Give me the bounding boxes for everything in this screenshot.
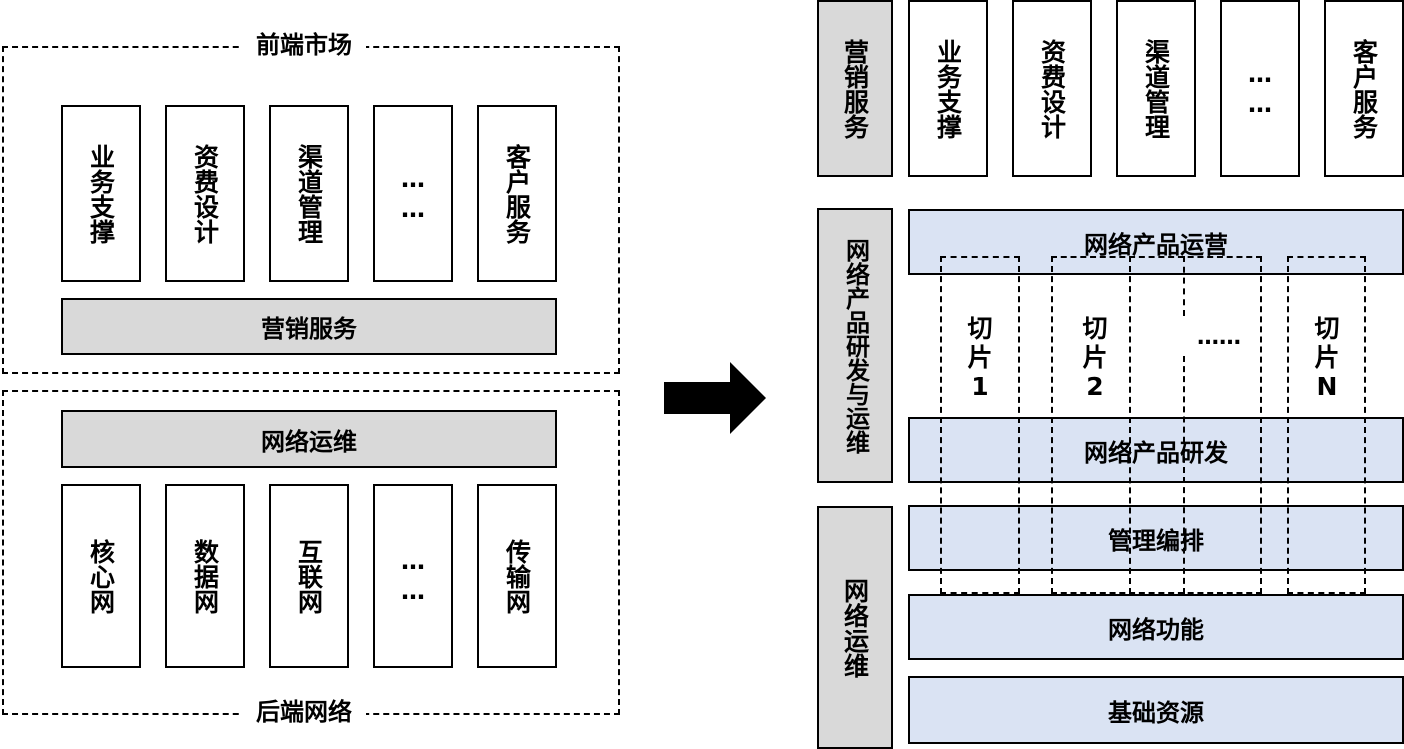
slice-1-char-3: 1: [971, 371, 989, 401]
front-item-5: 客户服务: [477, 105, 557, 282]
top-item-label: 渠道管理: [1141, 38, 1171, 139]
slice-n-char-2: 片: [1314, 342, 1340, 372]
top-item-3: 渠道管理: [1116, 0, 1196, 177]
front-market-title: 前端市场: [242, 29, 366, 61]
top-item-label: ……: [1222, 2, 1298, 175]
slice-2-label: 切 片 2: [1070, 312, 1120, 402]
back-item-4: ……: [373, 484, 453, 668]
slice-1-label: 切 片 1: [955, 312, 1005, 402]
back-item-label: ……: [375, 486, 451, 666]
front-item-1: 业务支撑: [61, 105, 141, 282]
back-item-2: 数据网: [165, 484, 245, 668]
back-item-label: 核心网: [86, 538, 116, 614]
slice-2-inner-divider-right-lower: [1183, 356, 1185, 594]
front-item-4: ……: [373, 105, 453, 282]
orchestration-layer: 管理编排: [908, 505, 1404, 571]
back-item-1: 核心网: [61, 484, 141, 668]
back-network-title: 后端网络: [242, 696, 366, 728]
network-ops-bar: 网络运维: [61, 410, 557, 468]
top-item-5: 客户服务: [1324, 0, 1404, 177]
back-item-label: 互联网: [294, 538, 324, 614]
front-item-label: ……: [375, 107, 451, 280]
slice-2-char-3: 2: [1086, 371, 1104, 401]
top-item-label: 资费设计: [1037, 38, 1067, 139]
back-item-3: 互联网: [269, 484, 349, 668]
slice-n-label: 切 片 N: [1302, 312, 1352, 402]
slice-ellipsis: ……: [1180, 323, 1258, 353]
marketing-service-bar: 营销服务: [61, 298, 557, 355]
network-ops-side: 网络运维: [817, 506, 893, 749]
top-item-1: 业务支撑: [908, 0, 988, 177]
ellipsis-bottom: …: [401, 194, 425, 223]
base-resources-layer: 基础资源: [908, 676, 1404, 744]
front-item-label: 资费设计: [190, 143, 220, 244]
product-rd-ops-side: 网络产品研发与运维: [817, 208, 893, 483]
slice-n-char-3: N: [1316, 371, 1338, 401]
marketing-service-side: 营销服务: [817, 0, 893, 177]
ellipsis-top: …: [401, 164, 425, 193]
slice-2-inner-divider-left: [1129, 256, 1131, 594]
ellipsis-top: …: [401, 547, 425, 575]
network-functions-layer: 网络功能: [908, 594, 1404, 660]
slice-2-char-1: 切: [1082, 313, 1108, 343]
top-item-4: ……: [1220, 0, 1300, 177]
back-item-5: 传输网: [477, 484, 557, 668]
slice-1-char-1: 切: [967, 313, 993, 343]
ellipsis-bottom: …: [401, 577, 425, 605]
front-item-2: 资费设计: [165, 105, 245, 282]
top-item-2: 资费设计: [1012, 0, 1092, 177]
slice-2-frame: [1051, 256, 1262, 594]
slice-n-char-1: 切: [1314, 313, 1340, 343]
slice-n-frame: [1287, 256, 1366, 594]
right-arrow-icon: [664, 362, 766, 434]
slice-2-inner-divider-right: [1183, 256, 1185, 316]
product-rd-layer: 网络产品研发: [908, 417, 1404, 483]
slice-1-char-2: 片: [967, 342, 993, 372]
front-item-label: 客户服务: [502, 143, 532, 244]
front-item-label: 渠道管理: [294, 143, 324, 244]
slice-2-char-2: 片: [1082, 342, 1108, 372]
front-item-3: 渠道管理: [269, 105, 349, 282]
back-item-label: 传输网: [502, 538, 532, 614]
ellipsis-top: …: [1248, 59, 1272, 88]
top-item-label: 客户服务: [1349, 38, 1379, 139]
top-item-label: 业务支撑: [933, 38, 963, 139]
back-item-label: 数据网: [190, 538, 220, 614]
front-item-label: 业务支撑: [86, 143, 116, 244]
slice-1-frame: [940, 256, 1020, 594]
product-ops-layer: 网络产品运营: [908, 209, 1404, 275]
ellipsis-bottom: …: [1248, 89, 1272, 118]
